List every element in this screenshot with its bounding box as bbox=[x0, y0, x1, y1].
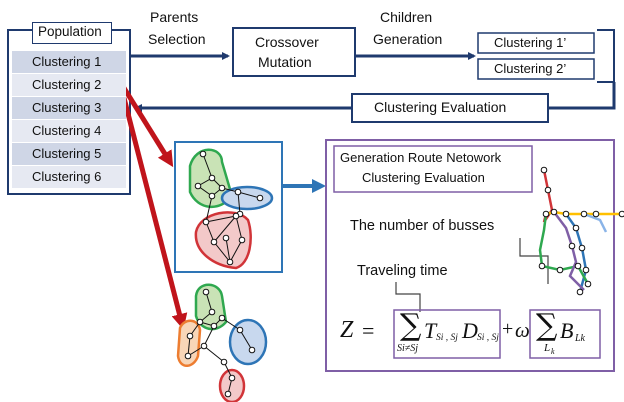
formula-plus: + bbox=[502, 318, 514, 340]
sum2-subscript: L bbox=[544, 342, 551, 354]
evaluation-title-box bbox=[333, 145, 533, 193]
traveling-time-label: Traveling time bbox=[357, 263, 448, 279]
eval-title-line-2: Clustering Evaluation bbox=[362, 170, 485, 185]
route-network-nodes bbox=[538, 166, 624, 296]
busses-callout bbox=[519, 238, 549, 284]
population-item-6[interactable]: Clustering 6 bbox=[12, 166, 126, 188]
busses-label: The number of busses bbox=[350, 218, 495, 234]
red-arrow-upper bbox=[121, 86, 174, 168]
formula-omega: ω bbox=[515, 318, 530, 342]
selection-label: Selection bbox=[148, 31, 206, 47]
mutation-label: Mutation bbox=[258, 54, 312, 70]
population-item-2[interactable]: Clustering 2 bbox=[12, 74, 126, 96]
sum1-subscript: Si≠Sj bbox=[397, 343, 419, 354]
generation-label: Generation bbox=[373, 31, 443, 47]
clustering-evaluation-box bbox=[351, 93, 549, 123]
term-B: B bbox=[560, 318, 574, 343]
lower-cluster-graph bbox=[176, 283, 268, 402]
term-D-subscript: Si , Sj bbox=[477, 333, 499, 343]
children-bracket bbox=[597, 29, 615, 83]
term-D: D bbox=[462, 318, 478, 343]
sum1-box bbox=[393, 309, 501, 359]
population-item-5[interactable]: Clustering 5 bbox=[12, 143, 126, 165]
term-T-subscript: Si , Sj bbox=[436, 333, 458, 343]
sum2-subscript-k: k bbox=[551, 347, 555, 356]
formula-z: Z bbox=[340, 317, 354, 343]
eval-title-line-1: Generation Route Netowork bbox=[340, 150, 502, 165]
formula-equals: = bbox=[362, 318, 375, 343]
sum2-sigma: ∑ bbox=[536, 308, 558, 343]
child-item-2[interactable]: Clustering 2’ bbox=[494, 61, 567, 76]
traveling-time-callout bbox=[395, 282, 421, 312]
parents-label: Parents bbox=[150, 9, 199, 25]
population-item-3[interactable]: Clustering 3 bbox=[12, 97, 126, 119]
term-T: T bbox=[424, 318, 437, 343]
population-bracket bbox=[7, 29, 131, 195]
population-title: Population bbox=[38, 24, 102, 39]
child-box-1 bbox=[477, 32, 595, 54]
child-box-2 bbox=[477, 58, 595, 80]
crossover-box bbox=[232, 27, 356, 77]
red-arrow-lower bbox=[121, 97, 188, 330]
child-item-1[interactable]: Clustering 1’ bbox=[494, 35, 567, 50]
population-item-1[interactable]: Clustering 1 bbox=[12, 51, 126, 73]
sum1-sigma: ∑ bbox=[400, 308, 422, 343]
population-item-4[interactable]: Clustering 4 bbox=[12, 120, 126, 142]
term-B-subscript: Lk bbox=[575, 333, 585, 344]
crossover-label: Crossover bbox=[255, 34, 319, 50]
children-label: Children bbox=[380, 9, 433, 25]
sum2-box bbox=[529, 309, 601, 359]
population-title-box bbox=[32, 22, 112, 44]
clustering-evaluation-label: Clustering Evaluation bbox=[374, 99, 507, 115]
evaluation-loop-path bbox=[548, 82, 616, 110]
upper-cluster-graph bbox=[188, 148, 274, 270]
